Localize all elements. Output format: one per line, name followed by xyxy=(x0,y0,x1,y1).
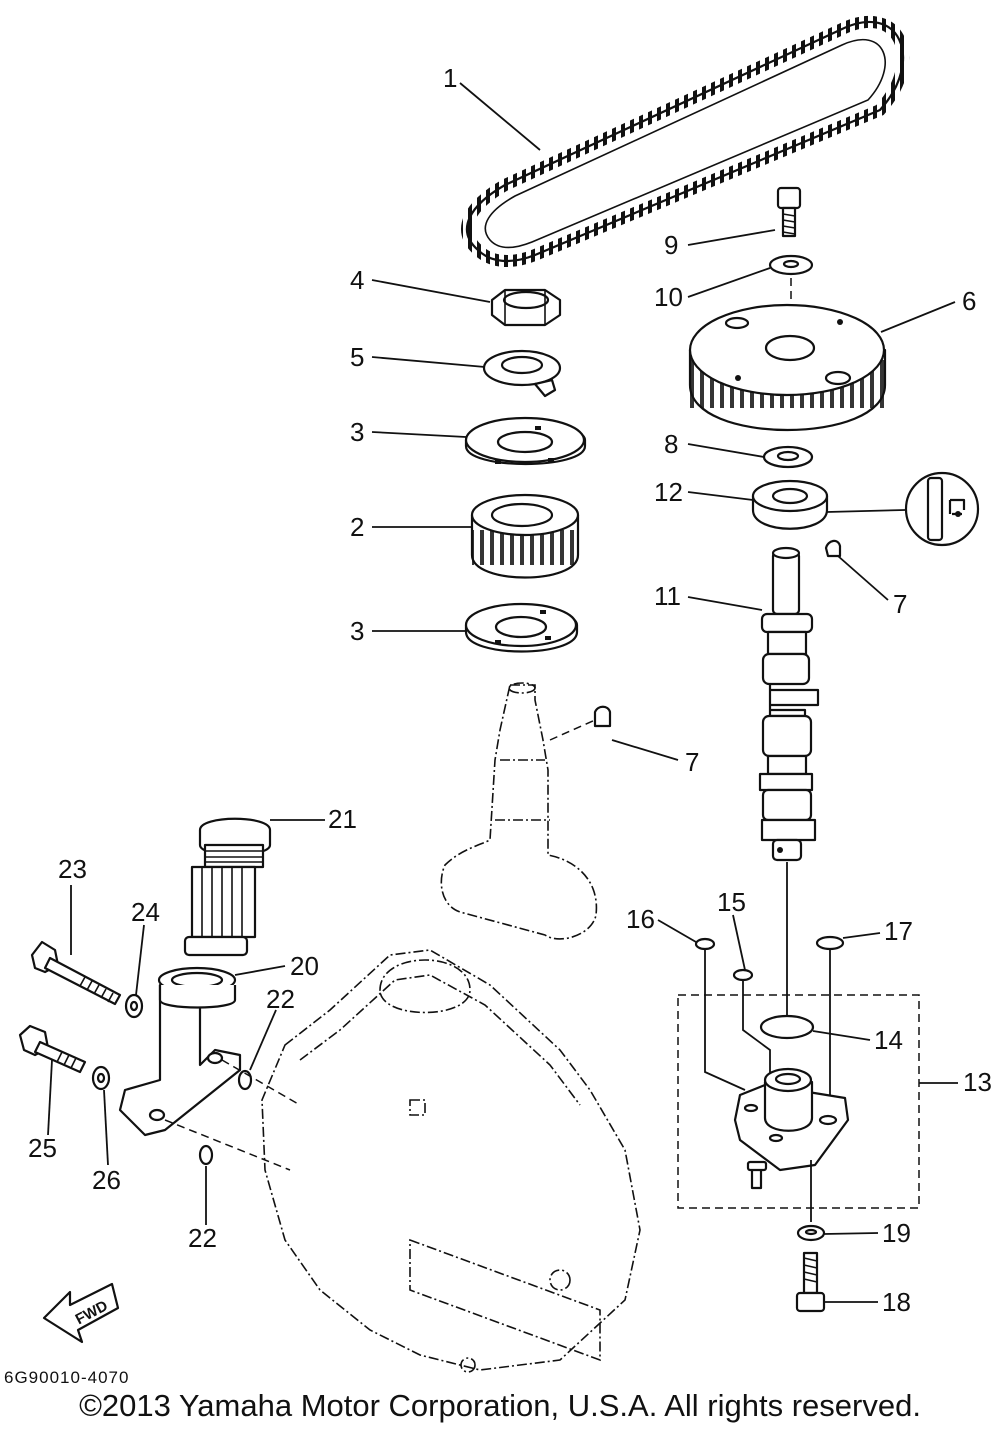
callout-numbers: 1 4 5 3 2 3 7 9 10 6 8 12 7 11 16 15 17 … xyxy=(28,63,992,1317)
lock-washer xyxy=(482,349,562,398)
callout-24: 24 xyxy=(131,897,160,927)
washer-19 xyxy=(796,1224,826,1242)
callout-21: 21 xyxy=(328,804,357,834)
drive-sprocket xyxy=(470,493,580,579)
bolt-9 xyxy=(776,186,802,238)
callout-11: 11 xyxy=(654,581,681,611)
callout-3-upper: 3 xyxy=(350,417,364,447)
callout-22-lower: 22 xyxy=(188,1223,217,1253)
woodruff-key-lower xyxy=(593,705,612,728)
callout-6: 6 xyxy=(962,286,976,316)
copyright-notice: ©2013 Yamaha Motor Corporation, U.S.A. A… xyxy=(79,1388,921,1423)
callout-7-upper: 7 xyxy=(893,589,907,619)
oil-filter-housing xyxy=(118,966,242,1137)
bolt-25 xyxy=(18,1024,87,1074)
o-ring-22-lower xyxy=(198,1144,214,1166)
timing-belt xyxy=(461,16,909,267)
callout-14: 14 xyxy=(874,1025,903,1055)
callout-2: 2 xyxy=(350,512,364,542)
camshaft xyxy=(758,546,820,862)
oil-seal xyxy=(751,479,829,530)
washer-26 xyxy=(91,1065,111,1091)
callout-18: 18 xyxy=(882,1287,911,1317)
oil-pump-body xyxy=(733,1067,850,1190)
callout-9: 9 xyxy=(664,230,678,260)
callout-26: 26 xyxy=(92,1165,121,1195)
plate-lower xyxy=(464,602,579,653)
bolt-18 xyxy=(795,1251,826,1313)
o-ring-17 xyxy=(815,935,845,951)
callout-25: 25 xyxy=(28,1133,57,1163)
callout-20: 20 xyxy=(290,951,319,981)
callout-4: 4 xyxy=(350,265,364,295)
callout-13: 13 xyxy=(963,1067,992,1097)
oil-pump-assembly-frame xyxy=(677,994,920,1209)
camshaft-pulley xyxy=(688,303,887,432)
callout-5: 5 xyxy=(350,342,364,372)
callout-16: 16 xyxy=(626,904,655,934)
callout-19: 19 xyxy=(882,1218,911,1248)
nut xyxy=(490,288,562,327)
crankshaft-reference-outline xyxy=(440,682,598,940)
callout-17: 17 xyxy=(884,916,913,946)
callout-7-lower: 7 xyxy=(685,747,699,777)
o-ring-14 xyxy=(759,1014,815,1040)
washer-24 xyxy=(124,993,144,1019)
callout-10: 10 xyxy=(654,282,683,312)
o-ring-15 xyxy=(732,968,754,982)
grease-apply-icon xyxy=(904,471,980,547)
forward-direction-marker: FWD xyxy=(42,1282,120,1344)
callout-23: 23 xyxy=(58,854,87,884)
bolt-23 xyxy=(30,940,122,1006)
callout-3-lower: 3 xyxy=(350,616,364,646)
callout-1: 1 xyxy=(443,63,457,93)
washer-10 xyxy=(768,254,814,276)
leader-lines xyxy=(47,82,958,1303)
callout-12: 12 xyxy=(654,477,683,507)
callout-8: 8 xyxy=(664,429,678,459)
document-code: 6G90010-4070 xyxy=(4,1368,130,1387)
o-ring-16 xyxy=(694,937,716,951)
callout-15: 15 xyxy=(717,887,746,917)
woodruff-key-upper xyxy=(824,539,842,558)
washer-8 xyxy=(762,445,814,469)
crankcase-reference-outline xyxy=(261,949,641,1373)
callout-22-upper: 22 xyxy=(266,984,295,1014)
plate-upper xyxy=(464,416,587,465)
oil-filter-element xyxy=(183,817,272,957)
